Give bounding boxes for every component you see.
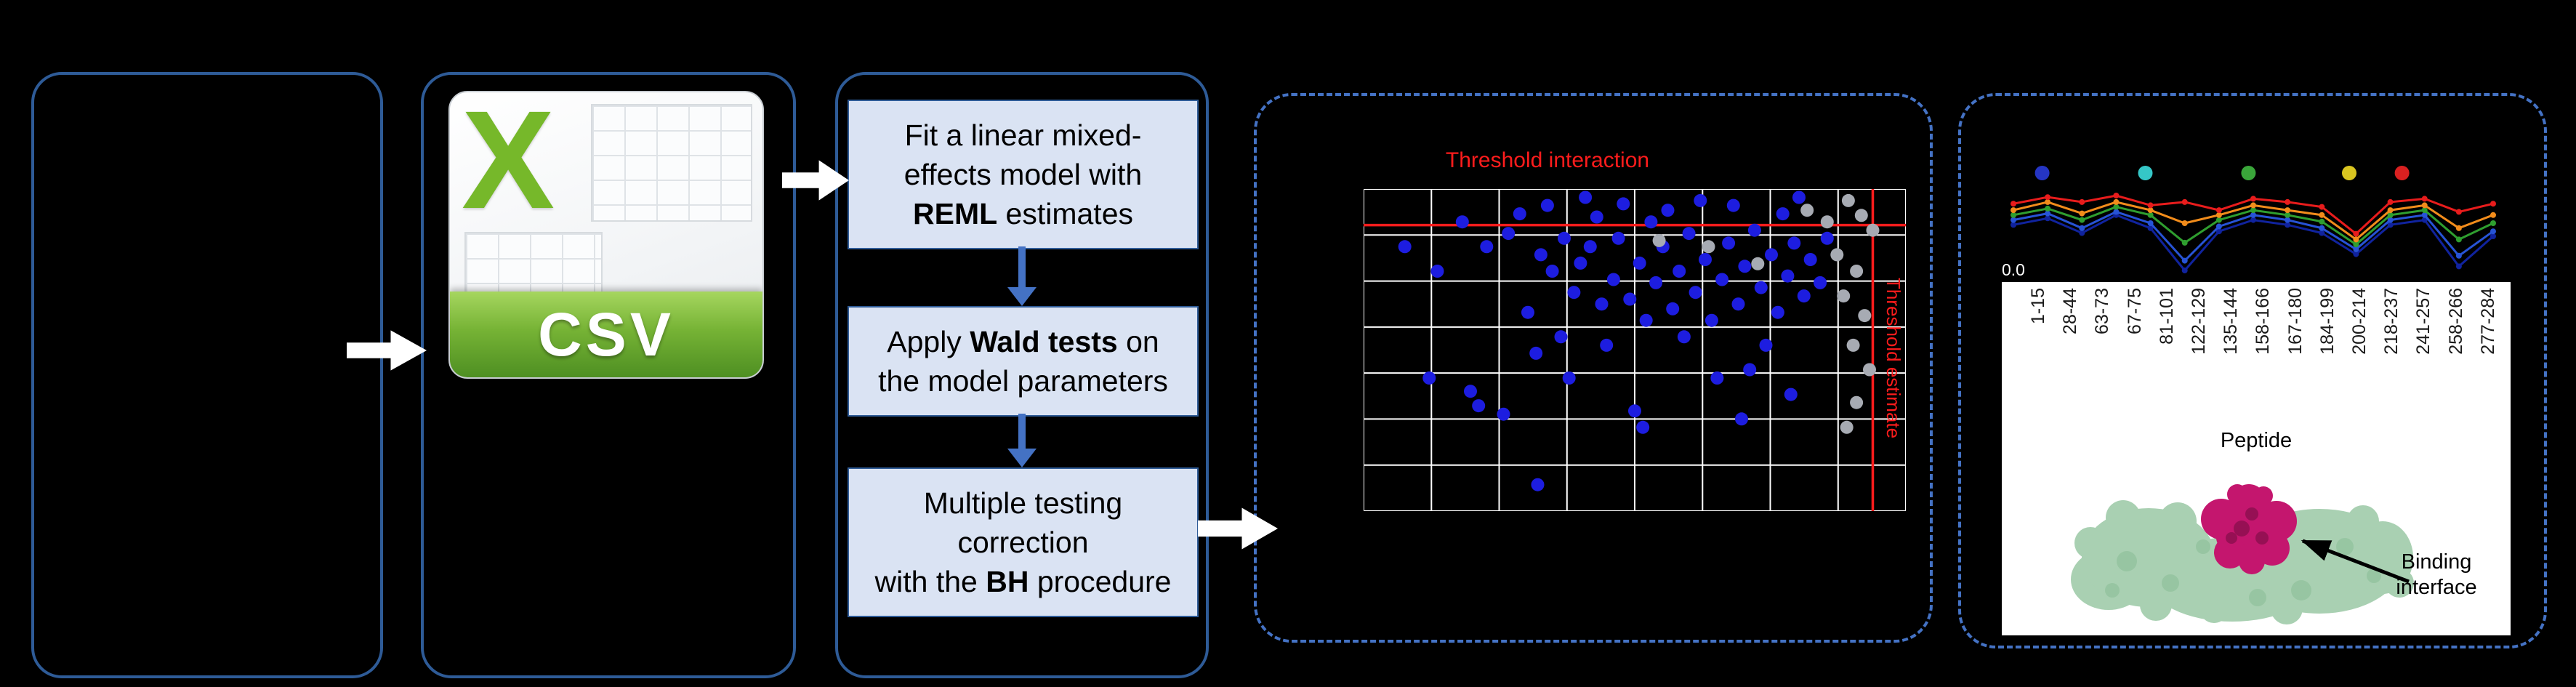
spreadsheet-grid [591, 104, 752, 222]
input-panel [31, 72, 383, 678]
peptide-tick-label: 122-129 [2189, 288, 2210, 355]
csv-banner: CSV [450, 292, 762, 377]
peptide-tick-label: 67-75 [2124, 288, 2145, 334]
csv-panel: X CSV [421, 72, 796, 678]
peptide-tick-labels: 1-15 28-44 63-73 67-75 81-101 122-129 135-144 1… [2028, 288, 2499, 427]
peptide-tick-label: 184-199 [2317, 288, 2338, 355]
profile-plot [2011, 166, 2496, 273]
step-text-line: Apply Wald tests on [887, 325, 1159, 358]
peptide-tick-label: 1-15 [2028, 288, 2048, 325]
condition-marker-dots [2034, 166, 2410, 180]
down-arrow-icon [1007, 414, 1037, 467]
profile-series-orange [2011, 198, 2496, 243]
peptide-tick-label: 218-237 [2381, 288, 2402, 355]
peptide-tick-label: 167-180 [2285, 288, 2306, 355]
peptide-axis-label: Peptide [2220, 429, 2293, 452]
step-box-bh: Multiple testing correction with the BH … [848, 467, 1199, 617]
peptide-tick-label: 200-214 [2349, 288, 2370, 355]
profile-result-panel: 0.0 1-15 28-44 63-73 67-75 81-101 122-129 135-… [1958, 93, 2547, 648]
csv-format-label: CSV [538, 300, 675, 369]
scatter-points-interaction-points [1398, 190, 1834, 491]
step-text-line: the model parameters [878, 364, 1168, 398]
peptide-tick-label: 258-266 [2445, 288, 2466, 355]
step-text-line: Fit a linear mixed- [904, 118, 1142, 152]
peptide-tick-label: 158-166 [2253, 288, 2274, 355]
peptide-tick-label: 63-73 [2092, 288, 2113, 334]
profile-series-red [2011, 193, 2496, 237]
peptide-tick-label: 241-257 [2413, 288, 2434, 355]
csv-file-icon: X CSV [448, 91, 764, 379]
step-text-line: effects model with [903, 158, 1143, 191]
step-box-reml: Fit a linear mixed- effects model with R… [848, 100, 1199, 249]
step-text-line: REML estimates [913, 197, 1133, 230]
peptide-tick-label: 135-144 [2221, 288, 2242, 355]
profile-series-green [2011, 204, 2496, 248]
model-workflow-panel: Fit a linear mixed- effects model with R… [835, 72, 1209, 678]
binding-interface-caption: Binding interface [2396, 550, 2477, 599]
step-text-line: correction [957, 526, 1089, 559]
peptide-tick-label: 81-101 [2156, 288, 2177, 345]
binding-site-blob [2201, 484, 2297, 574]
spreadsheet-grid [464, 232, 603, 294]
threshold-lines [1364, 189, 1906, 511]
peptide-tick-label: 28-44 [2060, 288, 2081, 334]
threshold-estimate-label: Threshold estimate [1883, 278, 1904, 439]
excel-x-letter: X [462, 91, 555, 238]
protein-surface-texture [2105, 538, 2381, 606]
step-box-wald: Apply Wald tests on the model parameters [848, 306, 1199, 417]
binding-interface-arrow [2301, 539, 2410, 584]
step-text-line: with the BH procedure [874, 565, 1172, 598]
step-text-line: Multiple testing [923, 486, 1123, 520]
profile-series-blue [2011, 209, 2496, 264]
protein-structure [2071, 484, 2414, 624]
scatter-result-panel: Threshold interaction Threshold estimate [1254, 93, 1933, 643]
profile-y-tick-label: 0.0 [2002, 260, 2025, 279]
profile-series-navy [2011, 212, 2496, 273]
scatter-points-reference-points [1652, 193, 1880, 434]
binding-site-shading [2226, 507, 2269, 545]
peptide-tick-label: 277-284 [2477, 288, 2498, 355]
scatter-plot [1364, 189, 1906, 511]
results-card: 1-15 28-44 63-73 67-75 81-101 122-129 135-144 1… [2002, 282, 2511, 635]
down-arrow-icon [1007, 246, 1037, 306]
scatter-plot-title: Threshold interaction [1445, 148, 1650, 172]
